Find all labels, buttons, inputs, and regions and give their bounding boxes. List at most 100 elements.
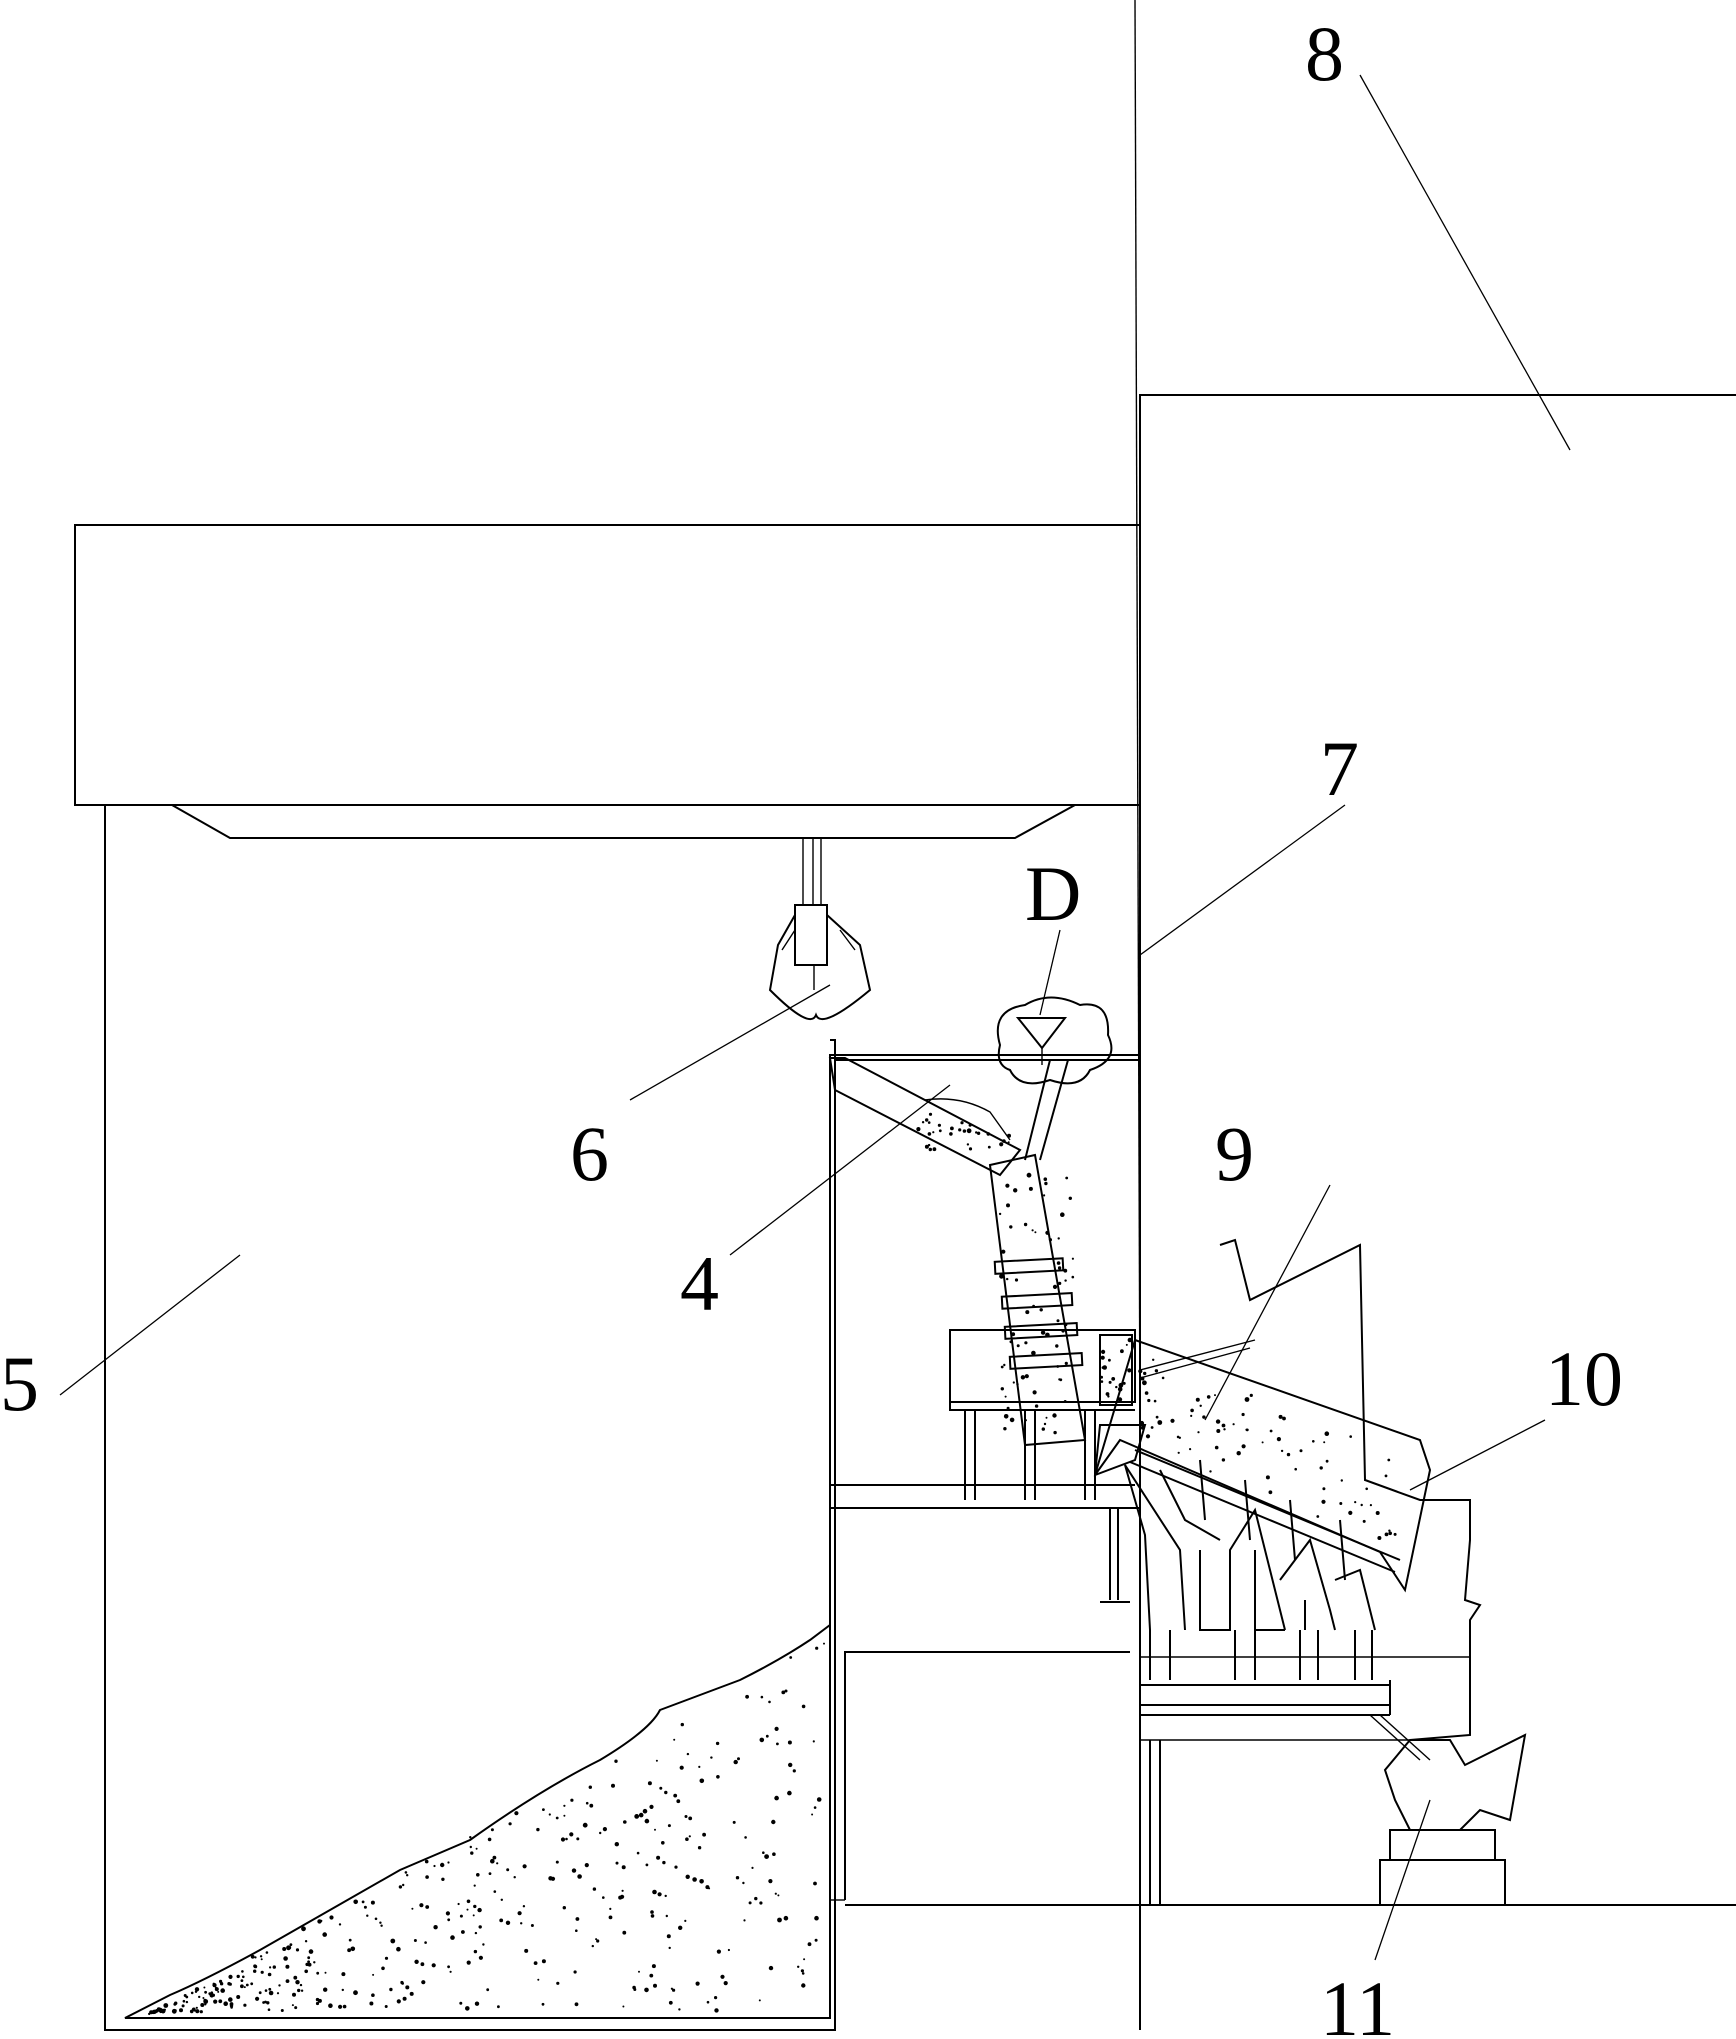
pile-grain [672,1988,676,1992]
elevator-grain [1058,1281,1062,1285]
pile-grain [214,1987,219,1992]
pile-grain [768,1965,774,1971]
pile-grain [584,1863,589,1868]
screen-grain [1299,1449,1303,1453]
pile-grain [522,1905,526,1908]
pile-grain [259,1955,263,1958]
screen-grain [1216,1429,1221,1433]
pile-grain [353,1899,359,1905]
label-10: 10 [1545,1335,1623,1422]
pile-grain [203,1999,209,2004]
label-9: 9 [1215,1110,1254,1197]
elevator-grain [1034,1231,1037,1234]
pile-grain [517,1911,522,1916]
pile-grain [347,1948,351,1953]
pile-grain [297,1988,301,1993]
pile-grain [174,2009,177,2012]
pile-grain [548,1813,551,1816]
pile-grain [732,1820,736,1824]
screen-grain [1244,1397,1250,1402]
screen-grain [1323,1441,1326,1444]
pile-grain [678,2008,681,2011]
pile-grain [285,1964,290,1969]
pile-grain [420,1962,425,1967]
elevator-grain [1003,1427,1007,1431]
pile-grain [589,1803,594,1808]
deck-grain [1102,1365,1107,1370]
pile-grain [801,1972,805,1975]
pile-grain [542,1808,545,1811]
pile-grain [602,1827,608,1832]
pile-grain [285,1979,290,1983]
pile-grain [745,1694,749,1699]
pile-grain [555,1816,559,1820]
pile-grain [421,1980,426,1985]
pile-grain [570,1798,574,1802]
pile-grain [758,1999,761,2002]
elevator-grain [1057,1237,1060,1240]
screen-grain [1324,1431,1330,1436]
pile-grain [621,1889,624,1892]
screen-grain [1145,1434,1151,1439]
pile-grain [409,1991,414,1996]
chute-grain [928,1147,932,1152]
pile-grain [158,2007,163,2012]
screen-grain [1236,1451,1241,1456]
pile-grain [374,1917,378,1921]
storage-hall [74,524,1141,2031]
pile-grain [573,1970,577,1974]
pile-grain [655,1759,658,1762]
pile-grain [801,1983,806,1988]
pile-grain [815,1646,819,1650]
elevator-grain [1011,1332,1016,1337]
pile-grain [537,1978,540,1981]
screen-grain [1152,1358,1155,1362]
pile-grain [282,1947,287,1951]
pile-grain [801,1704,806,1709]
elevator-grain [1009,1417,1015,1423]
elevator-grain [1013,1188,1018,1193]
pile-texture [148,1642,825,2016]
pile-grain [774,1795,779,1801]
leader-D [1039,929,1061,1016]
pile-grain [433,1864,436,1868]
pile-grain [787,1790,792,1796]
leader-4 [729,1084,951,1256]
elevator-grain [1053,1430,1057,1435]
pile-grain [592,1887,597,1891]
elevator-grain [1016,1383,1019,1386]
deck-grain [1100,1375,1103,1379]
pile-grain [520,1922,523,1925]
pile-grain [792,1769,796,1773]
pile-grain [595,1938,598,1941]
chute-grain [932,1131,935,1134]
elevator-grain [1005,1183,1010,1188]
elevator-grain [1006,1277,1009,1281]
elevator-grain [1031,1350,1036,1356]
pile-grain [329,1915,334,1920]
pile-grain [765,1734,769,1738]
pile-grain [402,1996,407,2001]
pile-grain [413,1939,417,1942]
chute-grain [921,1121,925,1124]
leader-7 [1139,804,1346,956]
screen-grain [1265,1475,1270,1480]
pile-grain [716,1949,722,1954]
pile-grain [250,1954,255,1959]
pile-grain [371,1993,375,1997]
pile-grain [213,1999,218,2004]
deck-grain [1125,1343,1128,1346]
deck-grain [1120,1349,1124,1354]
pile-grain [269,1966,272,1969]
pile-grain [563,1814,566,1817]
screen-grain [1206,1395,1211,1399]
pile-grain [714,1996,718,2000]
pile-grain [813,1881,817,1886]
pile-grain [649,1973,654,1978]
pile-grain [163,2008,166,2012]
screen-grain [1375,1511,1380,1515]
pile-grain [816,1797,822,1802]
pile-grain [714,2008,719,2013]
screen-grain [1268,1490,1273,1495]
label-8: 8 [1305,10,1344,97]
